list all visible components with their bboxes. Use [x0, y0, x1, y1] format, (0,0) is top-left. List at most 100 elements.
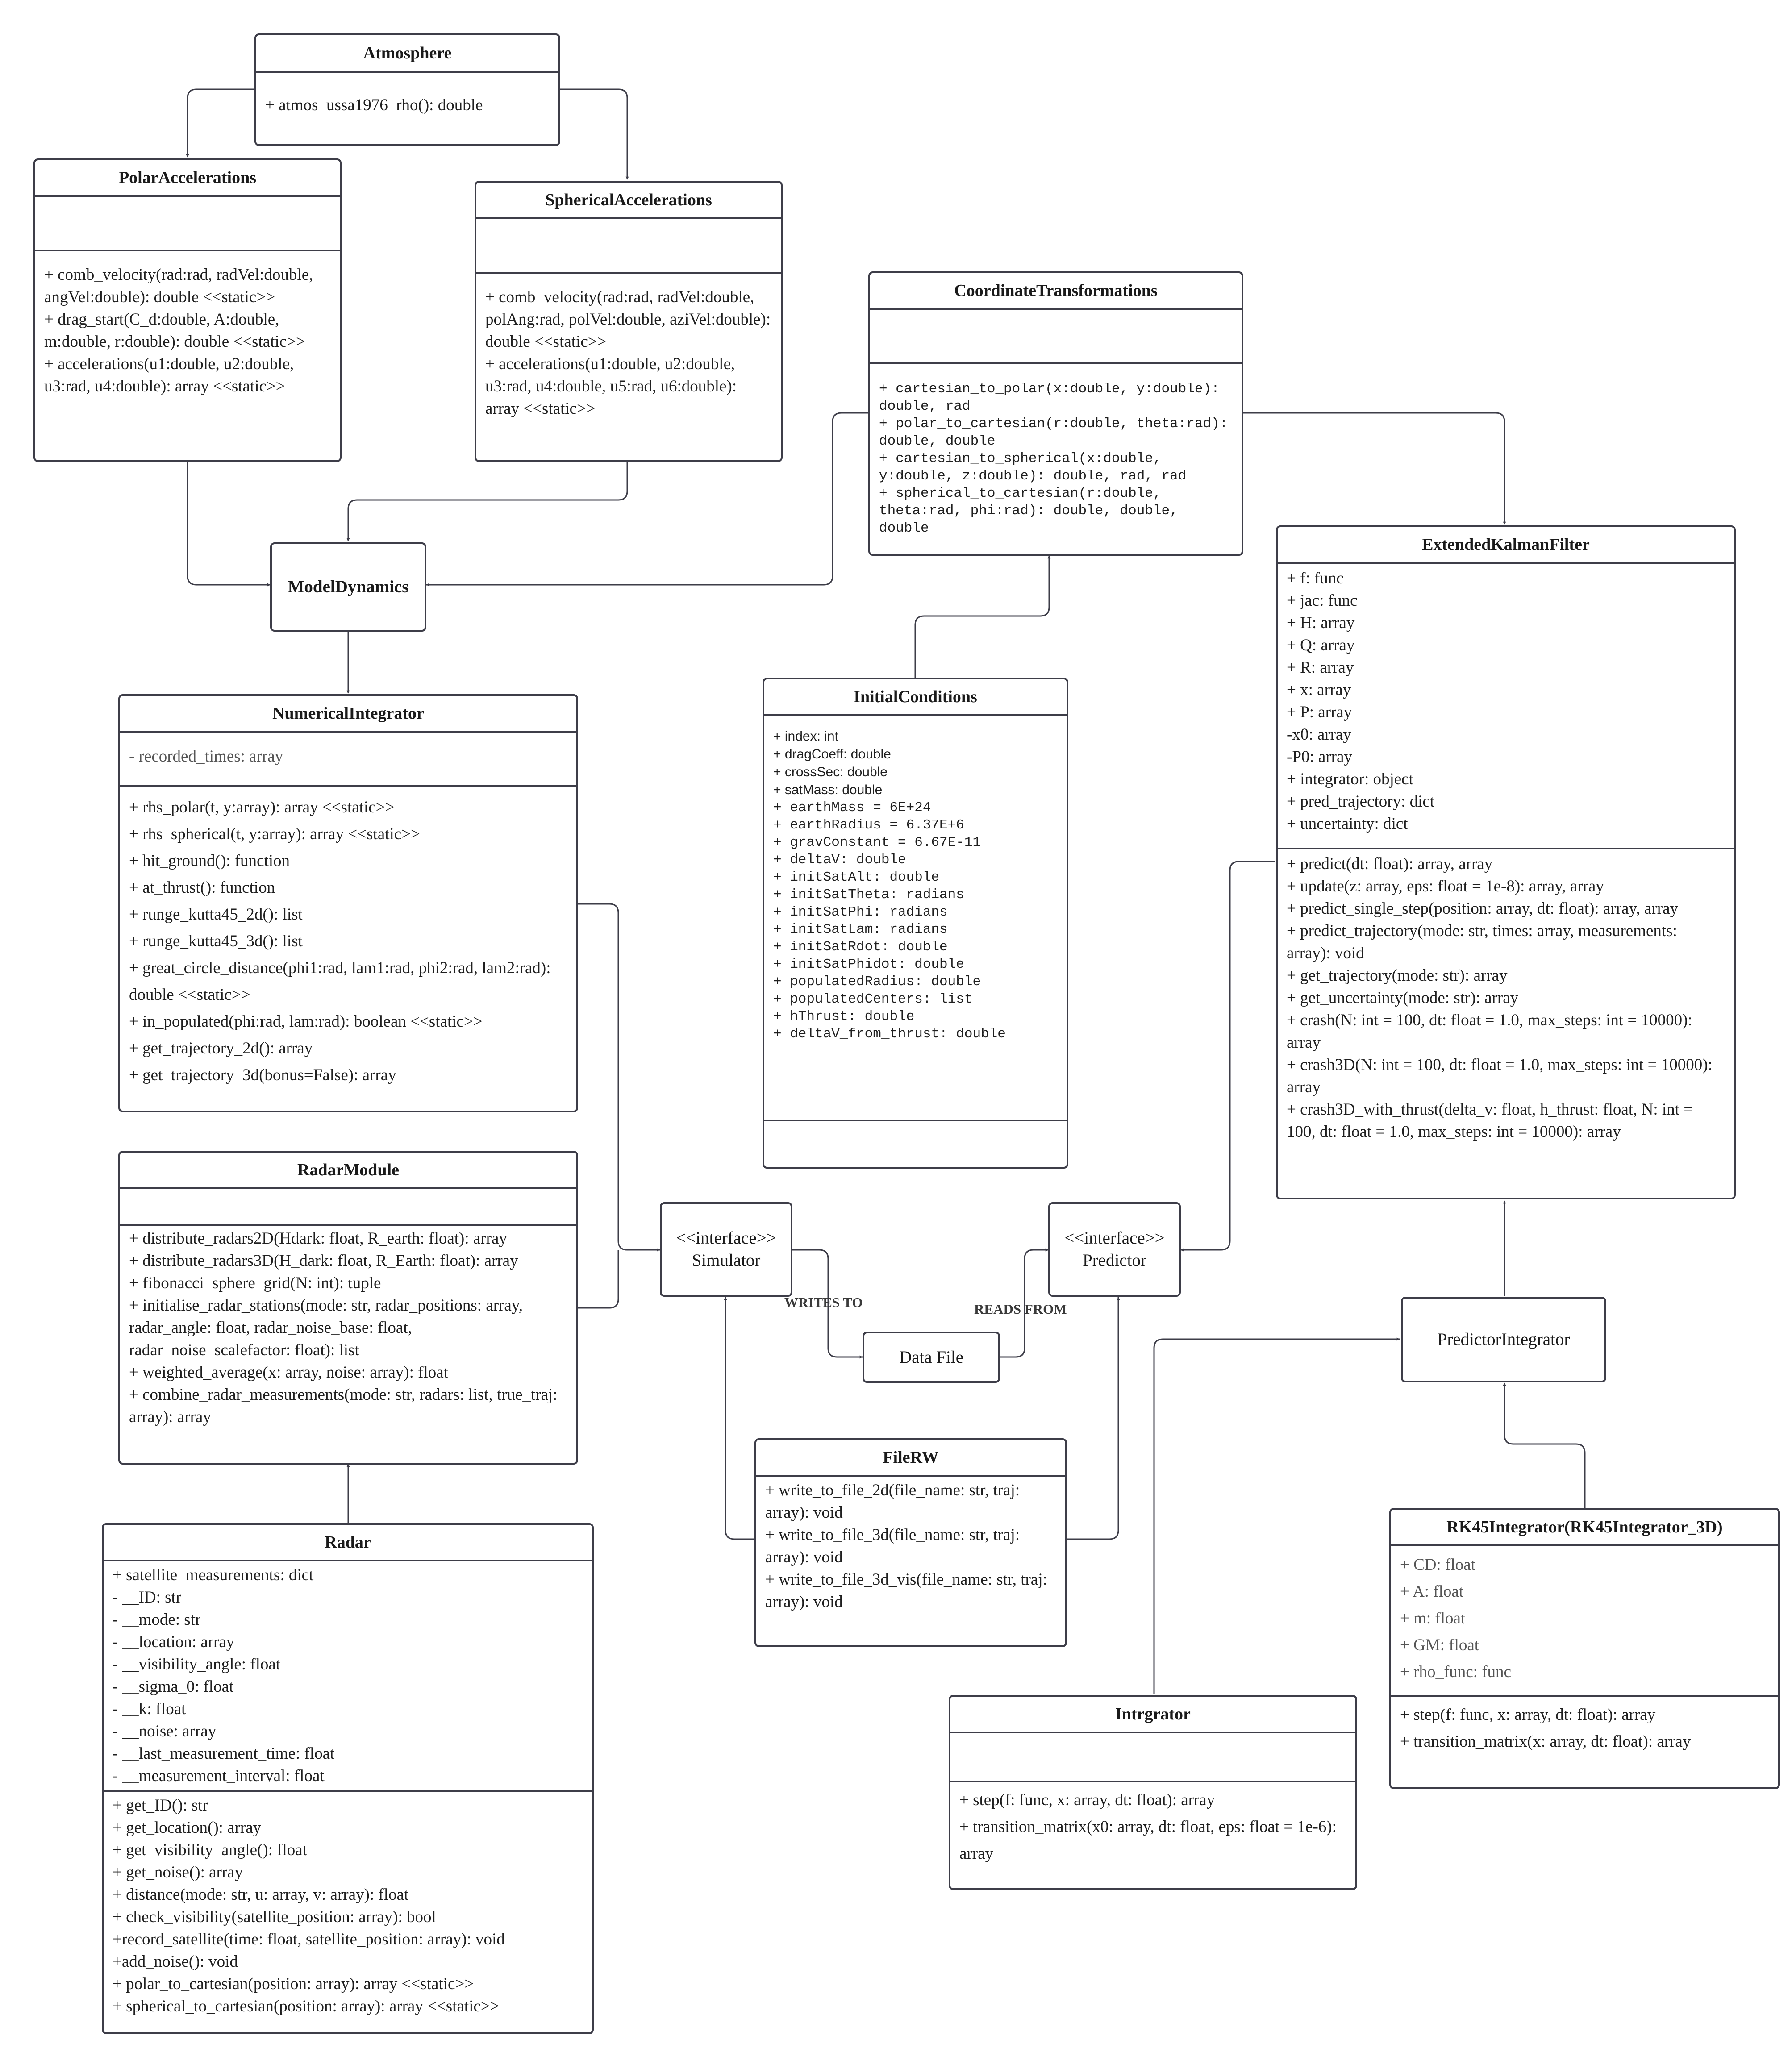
attribute: + Q: array — [1287, 636, 1355, 654]
edge-label-writes-to: WRITES TO — [784, 1295, 863, 1310]
attribute-section: + index: int + dragCoeff: double + cross… — [764, 716, 1067, 1121]
stereotype: <<interface>> — [676, 1228, 776, 1248]
method: + predict(dt: float): array, array — [1287, 855, 1493, 873]
method: + transition_matrix(x: array, dt: float)… — [1400, 1732, 1691, 1751]
attribute: + initSatLam: radians — [773, 922, 948, 937]
method: + predict_trajectory(mode: str, times: a… — [1287, 922, 1682, 962]
method-section — [764, 1121, 1067, 1134]
class-coordinate-transformations[interactable]: CoordinateTransformations + cartesian_to… — [868, 271, 1243, 556]
edge-filerw-simulator — [724, 1297, 754, 1540]
attribute: + CD: float — [1400, 1556, 1475, 1574]
method: +record_satellite(time: float, satellite… — [113, 1930, 505, 1948]
attribute: + deltaV_from_thrust: double — [773, 1026, 1006, 1042]
attribute-section: + satellite_measurements: dict - __ID: s… — [104, 1561, 592, 1792]
attribute-section — [950, 1733, 1355, 1782]
class-numerical-integrator[interactable]: NumericalIntegrator - recorded_times: ar… — [118, 694, 578, 1112]
class-polar-accelerations[interactable]: PolarAccelerations + comb_velocity(rad:r… — [33, 158, 342, 462]
attribute: + initSatPhi: radians — [773, 904, 948, 920]
method: + get_ID(): str — [113, 1796, 208, 1815]
method: + write_to_file_2d(file_name: str, traj:… — [765, 1481, 1024, 1522]
attribute: - __measurement_interval: float — [113, 1767, 325, 1785]
method: + comb_velocity(rad:rad, radVel:double, … — [485, 288, 775, 351]
class-name: SphericalAccelerations — [476, 183, 781, 219]
class-radar-module[interactable]: RadarModule + distribute_radars2D(Hdark:… — [118, 1151, 578, 1465]
method: + in_populated(phi:rad, lam:rad): boolea… — [129, 1012, 483, 1031]
interface-predictor[interactable]: <<interface>> Predictor — [1048, 1202, 1181, 1297]
class-extended-kalman-filter[interactable]: ExtendedKalmanFilter + f: func + jac: fu… — [1276, 525, 1736, 1199]
attribute: - __visibility_angle: float — [113, 1655, 281, 1673]
method: + get_trajectory(mode: str): array — [1287, 966, 1508, 985]
attribute: + integrator: object — [1287, 770, 1413, 788]
class-name: NumericalIntegrator — [120, 696, 576, 733]
attribute: - __mode: str — [113, 1611, 201, 1629]
attribute-section: + f: func + jac: func + H: array + Q: ar… — [1278, 564, 1734, 849]
class-radar[interactable]: Radar + satellite_measurements: dict - _… — [102, 1523, 594, 2034]
method: + runge_kutta45_2d(): list — [129, 905, 303, 924]
stereotype: <<interface>> — [1064, 1228, 1165, 1248]
interface-name: Simulator — [692, 1251, 761, 1270]
method: + weighted_average(x: array, noise: arra… — [129, 1363, 448, 1382]
data-file[interactable]: Data File — [863, 1332, 1000, 1383]
class-rk45-integrator[interactable]: RK45Integrator(RK45Integrator_3D) + CD: … — [1389, 1508, 1780, 1789]
attribute: + rho_func: func — [1400, 1663, 1511, 1681]
attribute: + populatedRadius: double — [773, 974, 981, 990]
edge-numint-simulator — [578, 903, 660, 1252]
method: + get_uncertainty(mode: str): array — [1287, 989, 1519, 1007]
method: + great_circle_distance(phi1:rad, lam1:r… — [129, 959, 555, 1004]
class-atmosphere[interactable]: Atmosphere + atmos_ussa1976_rho(): doubl… — [254, 33, 560, 146]
method: + crash3D_with_thrust(delta_v: float, h_… — [1287, 1100, 1697, 1141]
method: + comb_velocity(rad:rad, radVel:double, … — [44, 266, 317, 306]
attribute-section: + CD: float + A: float + m: float + GM: … — [1391, 1546, 1778, 1697]
method: + spherical_to_cartesian(position: array… — [113, 1997, 500, 2015]
attribute: + P: array — [1287, 703, 1352, 721]
class-name: ModelDynamics — [288, 577, 409, 596]
method: + cartesian_to_spherical(x:double, y:dou… — [879, 451, 1187, 484]
attribute: + x: array — [1287, 681, 1351, 699]
attribute: - __last_measurement_time: float — [113, 1744, 335, 1763]
method: + get_trajectory_3d(bonus=False): array — [129, 1066, 396, 1084]
class-file-rw[interactable]: FileRW + write_to_file_2d(file_name: str… — [754, 1438, 1067, 1647]
class-name: PolarAccelerations — [35, 160, 340, 197]
class-spherical-accelerations[interactable]: SphericalAccelerations + comb_velocity(r… — [475, 181, 783, 462]
edge-radarmodule-simulator — [578, 1250, 619, 1309]
edge-initialconditions-coordtransform — [914, 555, 1051, 678]
class-initial-conditions[interactable]: InitialConditions + index: int + dragCoe… — [763, 678, 1068, 1169]
edge-rk45-predictorintegrator — [1503, 1382, 1586, 1508]
attribute: + A: float — [1400, 1582, 1464, 1601]
method: + distance(mode: str, u: array, v: array… — [113, 1886, 409, 1904]
method: + spherical_to_cartesian(r:double, theta… — [879, 486, 1187, 536]
attribute: + satellite_measurements: dict — [113, 1566, 314, 1584]
method: + write_to_file_3d_vis(file_name: str, t… — [765, 1570, 1052, 1611]
class-predictor-integrator[interactable]: PredictorIntegrator — [1401, 1297, 1606, 1382]
attribute: -x0: array — [1287, 725, 1351, 744]
method: + step(f: func, x: array, dt: float): ar… — [1400, 1706, 1656, 1724]
edge-coordtransform-ekf — [1241, 412, 1506, 525]
method-section: + step(f: func, x: array, dt: float): ar… — [1391, 1697, 1778, 1761]
attribute: - __sigma_0: float — [113, 1678, 234, 1696]
class-name: RK45Integrator(RK45Integrator_3D) — [1391, 1510, 1778, 1546]
method: + combine_radar_measurements(mode: str, … — [129, 1386, 562, 1426]
attribute-section — [120, 1189, 576, 1226]
method: + runge_kutta45_3d(): list — [129, 932, 303, 950]
method-section: + atmos_ussa1976_rho(): double — [256, 73, 558, 123]
edge-ekf-predictor — [1180, 861, 1275, 1252]
method: + accelerations(u1:double, u2:double, u3… — [485, 355, 741, 418]
class-model-dynamics[interactable]: ModelDynamics — [270, 542, 426, 632]
attribute: - recorded_times: array — [129, 747, 283, 766]
attribute: + GM: float — [1400, 1636, 1479, 1654]
interface-simulator[interactable]: <<interface>> Simulator — [660, 1202, 792, 1297]
method-section: + predict(dt: float): array, array + upd… — [1278, 849, 1734, 1149]
attribute: + initSatAlt: double — [773, 870, 940, 885]
class-name: CoordinateTransformations — [870, 273, 1242, 310]
edge-polar-modeldynamics — [187, 461, 271, 587]
attribute: + earthRadius = 6.37E+6 — [773, 817, 964, 833]
class-intrgrator[interactable]: Intrgrator + step(f: func, x: array, dt:… — [949, 1695, 1357, 1890]
attribute-section — [35, 197, 340, 251]
method: + get_visibility_angle(): float — [113, 1841, 307, 1859]
method: + polar_to_cartesian(position: array): a… — [113, 1975, 474, 1993]
class-name: Intrgrator — [950, 1697, 1355, 1733]
method: + get_trajectory_2d(): array — [129, 1039, 313, 1057]
attribute: + pred_trajectory: dict — [1287, 792, 1435, 811]
method-section: + step(f: func, x: array, dt: float): ar… — [950, 1782, 1355, 1873]
method: + distribute_radars3D(H_dark: float, R_E… — [129, 1252, 518, 1270]
